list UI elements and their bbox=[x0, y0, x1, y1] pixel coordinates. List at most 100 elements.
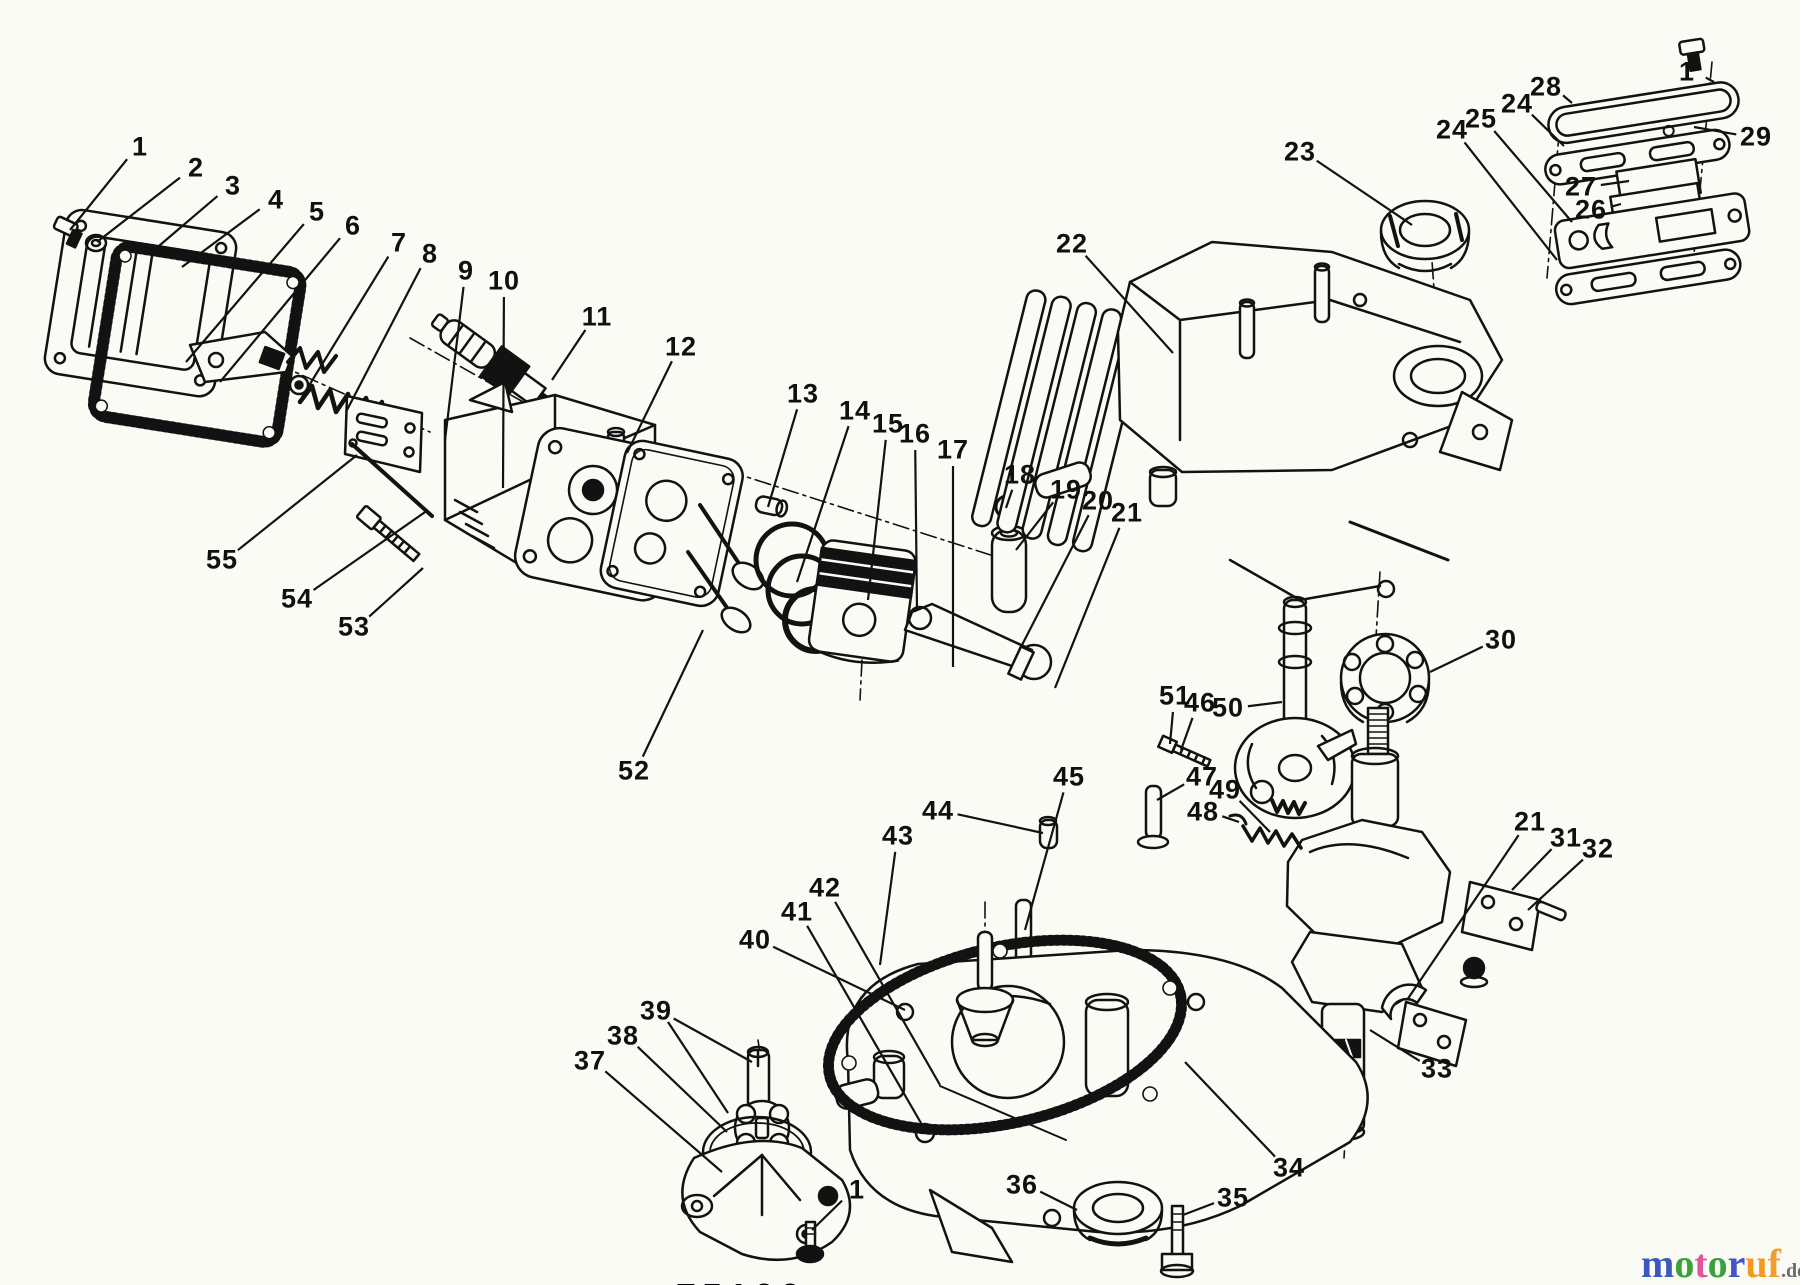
pump-cover-bolt bbox=[795, 1220, 825, 1264]
leader-line bbox=[1015, 501, 1055, 551]
part-callout-35: 35 bbox=[1216, 1182, 1250, 1213]
part-callout-13: 13 bbox=[786, 378, 820, 409]
part-callout-19: 19 bbox=[1049, 474, 1083, 505]
leader-line bbox=[1221, 815, 1240, 824]
part-callout-12: 12 bbox=[664, 331, 698, 362]
leader-line bbox=[1053, 527, 1121, 689]
leader-line bbox=[795, 425, 850, 583]
leader-line bbox=[636, 1046, 728, 1133]
part-callout-45: 45 bbox=[1052, 761, 1086, 792]
part-callout-16: 16 bbox=[898, 418, 932, 449]
leader-line bbox=[1168, 711, 1175, 745]
head-bolt-long bbox=[355, 505, 421, 563]
leader-line bbox=[312, 509, 429, 591]
leader-line bbox=[1527, 858, 1584, 911]
leader-line bbox=[766, 408, 799, 508]
part-callout-24: 24 bbox=[1435, 114, 1469, 145]
muffler-assembly bbox=[1544, 37, 1751, 306]
part-callout-26: 26 bbox=[1574, 194, 1608, 225]
leader-line bbox=[641, 629, 704, 758]
part-callout-1: 1 bbox=[131, 131, 149, 162]
leader-line bbox=[1511, 848, 1553, 891]
part-callout-23: 23 bbox=[1283, 136, 1317, 167]
spark-plug bbox=[430, 313, 565, 425]
case-bolt bbox=[1159, 1204, 1195, 1279]
leader-line bbox=[1156, 783, 1185, 801]
part-callout-51: 51 bbox=[1158, 680, 1192, 711]
watermark-letter: t bbox=[1694, 1241, 1708, 1285]
engine-block bbox=[970, 240, 1514, 602]
connecting-rod bbox=[903, 602, 1053, 681]
watermark-suffix: .de bbox=[1781, 1260, 1800, 1282]
part-callout-20: 20 bbox=[1081, 485, 1115, 516]
watermark-letter: m bbox=[1641, 1241, 1675, 1285]
watermark-letter: u bbox=[1745, 1241, 1768, 1285]
head-gasket bbox=[599, 439, 744, 608]
leader-line bbox=[604, 1070, 723, 1173]
part-callout-36: 36 bbox=[1005, 1169, 1039, 1200]
part-callout-32: 32 bbox=[1581, 833, 1615, 864]
leader-line bbox=[1247, 700, 1283, 708]
piston bbox=[807, 539, 918, 665]
part-callout-15: 15 bbox=[871, 408, 905, 439]
leader-line bbox=[1463, 141, 1558, 261]
part-callout-41: 41 bbox=[780, 896, 814, 927]
part-callout-21: 21 bbox=[1513, 806, 1547, 837]
part-callout-44: 44 bbox=[921, 795, 955, 826]
leader-line bbox=[1705, 76, 1715, 83]
leader-line bbox=[1004, 489, 1014, 509]
leader-line bbox=[501, 296, 506, 489]
part-callout-43: 43 bbox=[881, 820, 915, 851]
watermark-word: motoruf bbox=[1641, 1241, 1781, 1285]
part-callout-54: 54 bbox=[280, 583, 314, 614]
leader-line bbox=[368, 567, 424, 618]
part-callout-30: 30 bbox=[1484, 624, 1518, 655]
leader-line bbox=[181, 208, 261, 268]
part-callout-46: 46 bbox=[1183, 687, 1217, 718]
part-callout-47: 47 bbox=[1185, 761, 1219, 792]
part-callout-18: 18 bbox=[1003, 459, 1037, 490]
leader-line bbox=[1406, 834, 1520, 1001]
leader-line bbox=[1600, 179, 1630, 187]
leader-line bbox=[1316, 159, 1413, 226]
leader-line bbox=[1084, 255, 1174, 354]
part-callout-49: 49 bbox=[1208, 774, 1242, 805]
part-callout-27: 27 bbox=[1564, 171, 1598, 202]
part-callout-40: 40 bbox=[738, 924, 772, 955]
leader-line bbox=[443, 286, 465, 441]
part-callout-39: 39 bbox=[639, 995, 673, 1026]
leader-line bbox=[346, 267, 422, 411]
leader-line bbox=[626, 360, 673, 454]
leader-line bbox=[1610, 202, 1622, 208]
oil-seal bbox=[1379, 199, 1471, 273]
leader-line bbox=[1039, 1190, 1078, 1211]
leader-line bbox=[1562, 94, 1573, 104]
part-callout-6: 6 bbox=[344, 210, 362, 241]
part-callout-48: 48 bbox=[1186, 796, 1220, 827]
watermark-letter: f bbox=[1767, 1241, 1781, 1285]
leader-line bbox=[914, 449, 919, 611]
part-callout-9: 9 bbox=[457, 255, 475, 286]
leader-line bbox=[834, 901, 941, 1086]
leader-line bbox=[1429, 645, 1484, 673]
part-callout-1: 1 bbox=[1678, 56, 1696, 87]
leader-line bbox=[551, 329, 587, 381]
part-callout-31: 31 bbox=[1549, 822, 1583, 853]
leader-line bbox=[811, 1199, 843, 1231]
leader-line bbox=[152, 195, 219, 252]
leader-line bbox=[1021, 514, 1090, 646]
leader-line bbox=[69, 158, 128, 231]
leader-line bbox=[1531, 113, 1565, 147]
part-callout-7: 7 bbox=[390, 227, 408, 258]
leader-line bbox=[301, 255, 390, 398]
part-callout-17: 17 bbox=[936, 434, 970, 465]
leader-line bbox=[1238, 800, 1271, 833]
part-callout-24: 24 bbox=[1500, 88, 1534, 119]
part-callout-52: 52 bbox=[617, 755, 651, 786]
part-callout-37: 37 bbox=[573, 1045, 607, 1076]
leader-line bbox=[96, 176, 181, 243]
part-callout-53: 53 bbox=[337, 611, 371, 642]
